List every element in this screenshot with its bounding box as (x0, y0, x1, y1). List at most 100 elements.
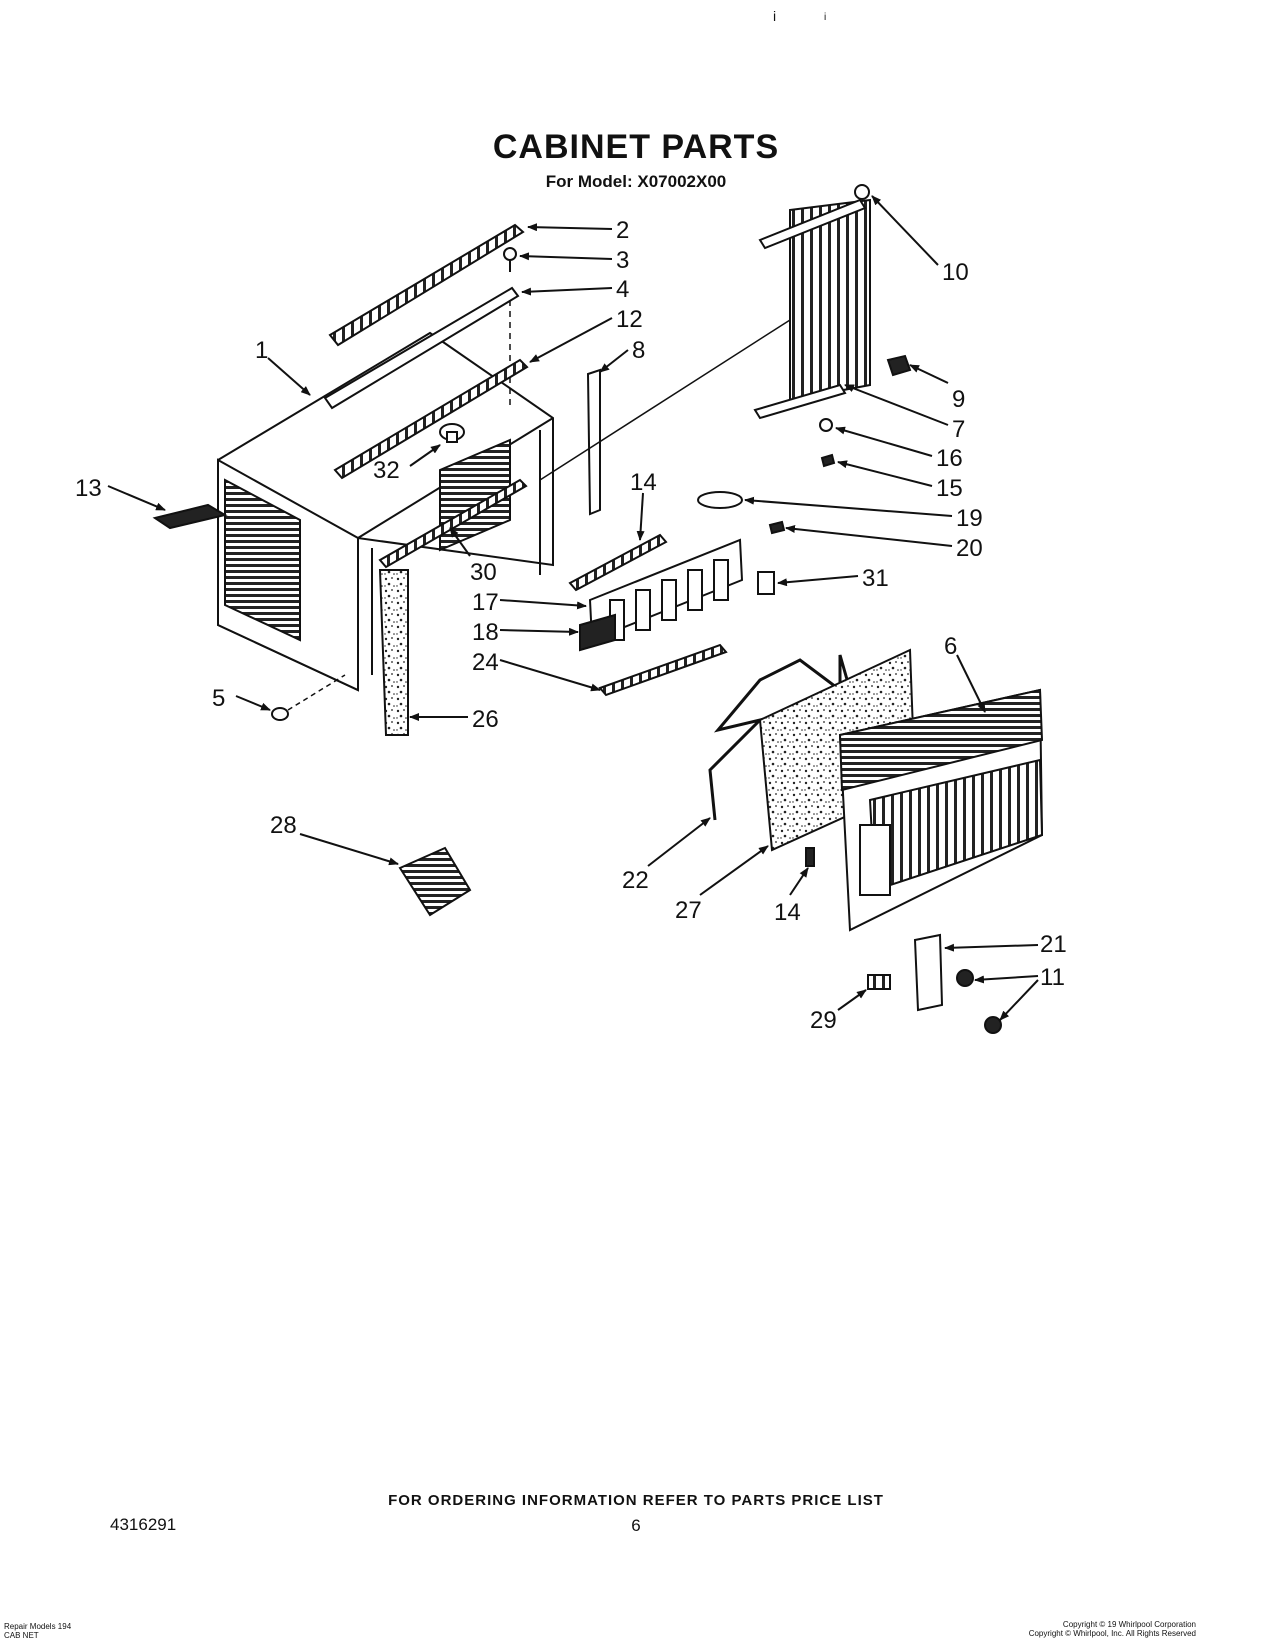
leader-line (835, 426, 933, 457)
document-number: 4316291 (110, 1515, 177, 1534)
callout-30: 30 (470, 559, 497, 586)
leader-line (599, 349, 629, 373)
leader-line (647, 817, 711, 867)
control-shaft-part (697, 491, 743, 509)
lower-strip-part (598, 643, 728, 697)
filter-frame-part (708, 654, 852, 821)
rail-part (333, 358, 529, 480)
clip-part (768, 520, 786, 535)
leader-line (521, 287, 613, 296)
leader-line (871, 195, 939, 266)
callout-7: 7 (952, 416, 965, 443)
callout-10: 10 (942, 259, 969, 286)
page-number: 6 (631, 1516, 641, 1535)
callout-14: 14 (774, 899, 801, 926)
leader-line (107, 485, 166, 511)
leader-line (299, 833, 399, 866)
callout-24: 24 (472, 649, 499, 676)
screw-part (854, 184, 870, 200)
top-rail-part (328, 223, 525, 347)
leader-line (956, 654, 986, 713)
leader-line (235, 695, 271, 711)
leader-line (944, 943, 1039, 952)
foam-block-part (867, 974, 891, 990)
leader-line (909, 364, 949, 384)
clip-part (886, 354, 912, 377)
page-title: CABINET PARTS (492, 128, 780, 166)
ordering-info: FOR ORDERING INFORMATION REFER TO PARTS … (388, 1492, 884, 1509)
leader-line (785, 524, 953, 547)
leader-line (519, 252, 613, 261)
leader-line (837, 989, 867, 1011)
side-seal-part (378, 569, 409, 736)
scan-mark: i (824, 12, 827, 23)
leader-line (844, 384, 949, 426)
clip-part (820, 453, 836, 468)
leader-line (499, 599, 587, 610)
callout-29: 29 (810, 1007, 837, 1034)
model-subtitle: For Model: X07002X00 (545, 172, 727, 191)
leader-line (529, 317, 613, 363)
callout-5: 5 (212, 685, 225, 712)
leader-line (837, 460, 933, 487)
side-panel-part (539, 198, 871, 481)
leader-line (699, 845, 769, 896)
front-grille-part (838, 688, 1044, 932)
base-slide-part (152, 503, 228, 530)
leader-line (744, 496, 953, 517)
callout-11: 11 (1040, 964, 1065, 991)
callout-26: 26 (472, 706, 499, 733)
callout-21: 21 (1040, 931, 1067, 958)
callout-27: 27 (675, 897, 702, 924)
leader-line (267, 357, 311, 396)
callout-labels: 2 3 4 12 8 1 10 9 7 16 15 19 20 31 13 32… (75, 217, 1067, 1034)
callout-19: 19 (956, 505, 983, 532)
leader-line (409, 444, 441, 467)
front-rail-part (378, 478, 528, 569)
callout-9: 9 (952, 386, 965, 413)
callout-17: 17 (472, 589, 499, 616)
vertical-strip-part (586, 368, 601, 516)
callout-6: 6 (944, 633, 957, 660)
seal-strip-part (568, 533, 668, 592)
leader-line (527, 223, 613, 232)
leader-line (999, 979, 1039, 1021)
callout-1: 1 (255, 337, 268, 364)
screw-part (956, 969, 974, 987)
exploded-parts-diagram: 2 3 4 12 8 1 10 9 7 16 15 19 20 31 13 32… (75, 184, 1067, 1034)
callout-12: 12 (616, 306, 643, 333)
callout-32: 32 (373, 457, 400, 484)
callout-31: 31 (862, 565, 889, 592)
screw-part (819, 418, 833, 432)
leader-line (974, 975, 1039, 984)
mounting-bracket-part (398, 846, 472, 917)
screw-part (271, 707, 289, 721)
leader-line (789, 867, 809, 896)
callout-8: 8 (632, 337, 645, 364)
leader-line (499, 627, 579, 636)
leader-line (636, 492, 645, 541)
callout-20: 20 (956, 535, 983, 562)
screw-part (984, 1016, 1002, 1034)
switch-part (757, 571, 775, 595)
callout-13: 13 (75, 475, 102, 502)
seal-strip-part (805, 847, 815, 867)
screw-part (503, 247, 517, 261)
leader-line (449, 527, 471, 557)
support-plate-part (913, 933, 944, 1012)
louver-assembly-part (579, 538, 744, 652)
leader-line (499, 659, 601, 692)
top-channel-part (323, 286, 520, 410)
callout-2: 2 (616, 217, 629, 244)
leader-line (777, 575, 859, 587)
callout-28: 28 (270, 812, 297, 839)
scan-mark: i (773, 8, 777, 24)
callout-18: 18 (472, 619, 499, 646)
callout-22: 22 (622, 867, 649, 894)
callout-14: 14 (630, 469, 657, 496)
callout-15: 15 (936, 475, 963, 502)
footer-small-left: Repair Models 194 CAB NET (4, 1622, 72, 1640)
callout-3: 3 (616, 247, 629, 274)
callout-16: 16 (936, 445, 963, 472)
copyright-notice: Copyright © 19 Whirlpool Corporation Cop… (1028, 1620, 1196, 1638)
